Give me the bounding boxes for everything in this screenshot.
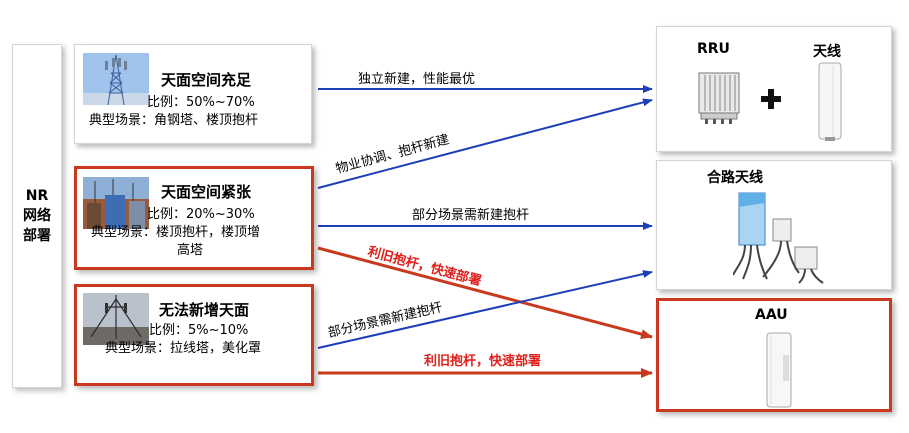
scenario-none: 无法新增天面 比例：5%~10% 典型场景：拉线塔，美化罩 [74,284,314,386]
scenario-title: 天面空间紧张 [161,183,252,201]
scenario-title: 无法新增天面 [159,301,250,319]
scenario-typical: 典型场景：拉线塔，美化罩 [105,341,262,356]
rooftop-photo-icon [83,177,149,229]
arrow-tight-to-rru [317,98,653,189]
combined-antenna-device-icon [733,192,824,284]
scenario-typical: 典型场景：楼顶抱杆，楼顶增 [91,225,261,240]
scenario-tight: 天面空间紧张 比例：20%~30% 典型场景：楼顶抱杆，楼顶增 高塔 [74,166,314,270]
solution-combined-antenna: 合路天线 [656,160,892,290]
arrow-label-partial-1: 部分场景需新建抱杆 [412,208,530,223]
solution-rru-antenna: RRU 天线 [656,26,892,152]
scenario-typical: 典型场景：角钢塔、楼顶抱杆 [89,113,259,128]
aau-device-icon [766,332,792,408]
arrow-none-to-combined [317,270,653,349]
combined-antenna-label: 合路天线 [707,170,763,186]
antenna-label: 天线 [813,44,841,60]
aau-label: AAU [755,307,788,323]
nr-deployment-label: NR网络部署 [12,44,62,388]
rru-label: RRU [697,41,730,57]
scenario-ratio: 比例：50%~70% [147,95,255,110]
arrow-label-reuse-2: 利旧抱杆，快速部署 [424,354,542,369]
scenario-title: 天面空间充足 [161,71,252,89]
antenna-device-icon [818,62,842,141]
solution-aau: AAU [656,298,892,412]
rru-device-icon [698,72,740,124]
plus-icon [761,89,781,109]
tower-photo-icon [83,53,149,105]
scenario-ratio: 比例：20%~30% [147,207,255,222]
arrow-tight-to-aau [317,246,653,339]
guyed-tower-photo-icon [83,293,149,345]
arrow-label-independent: 独立新建，性能最优 [358,72,476,87]
scenario-ratio: 比例：5%~10% [149,323,249,338]
scenario-typical-cont: 高塔 [177,243,204,258]
nr-deployment-text: NR网络部署 [23,188,51,244]
scenario-sufficient: 天面空间充足 比例：50%~70% 典型场景：角钢塔、楼顶抱杆 [74,44,312,144]
